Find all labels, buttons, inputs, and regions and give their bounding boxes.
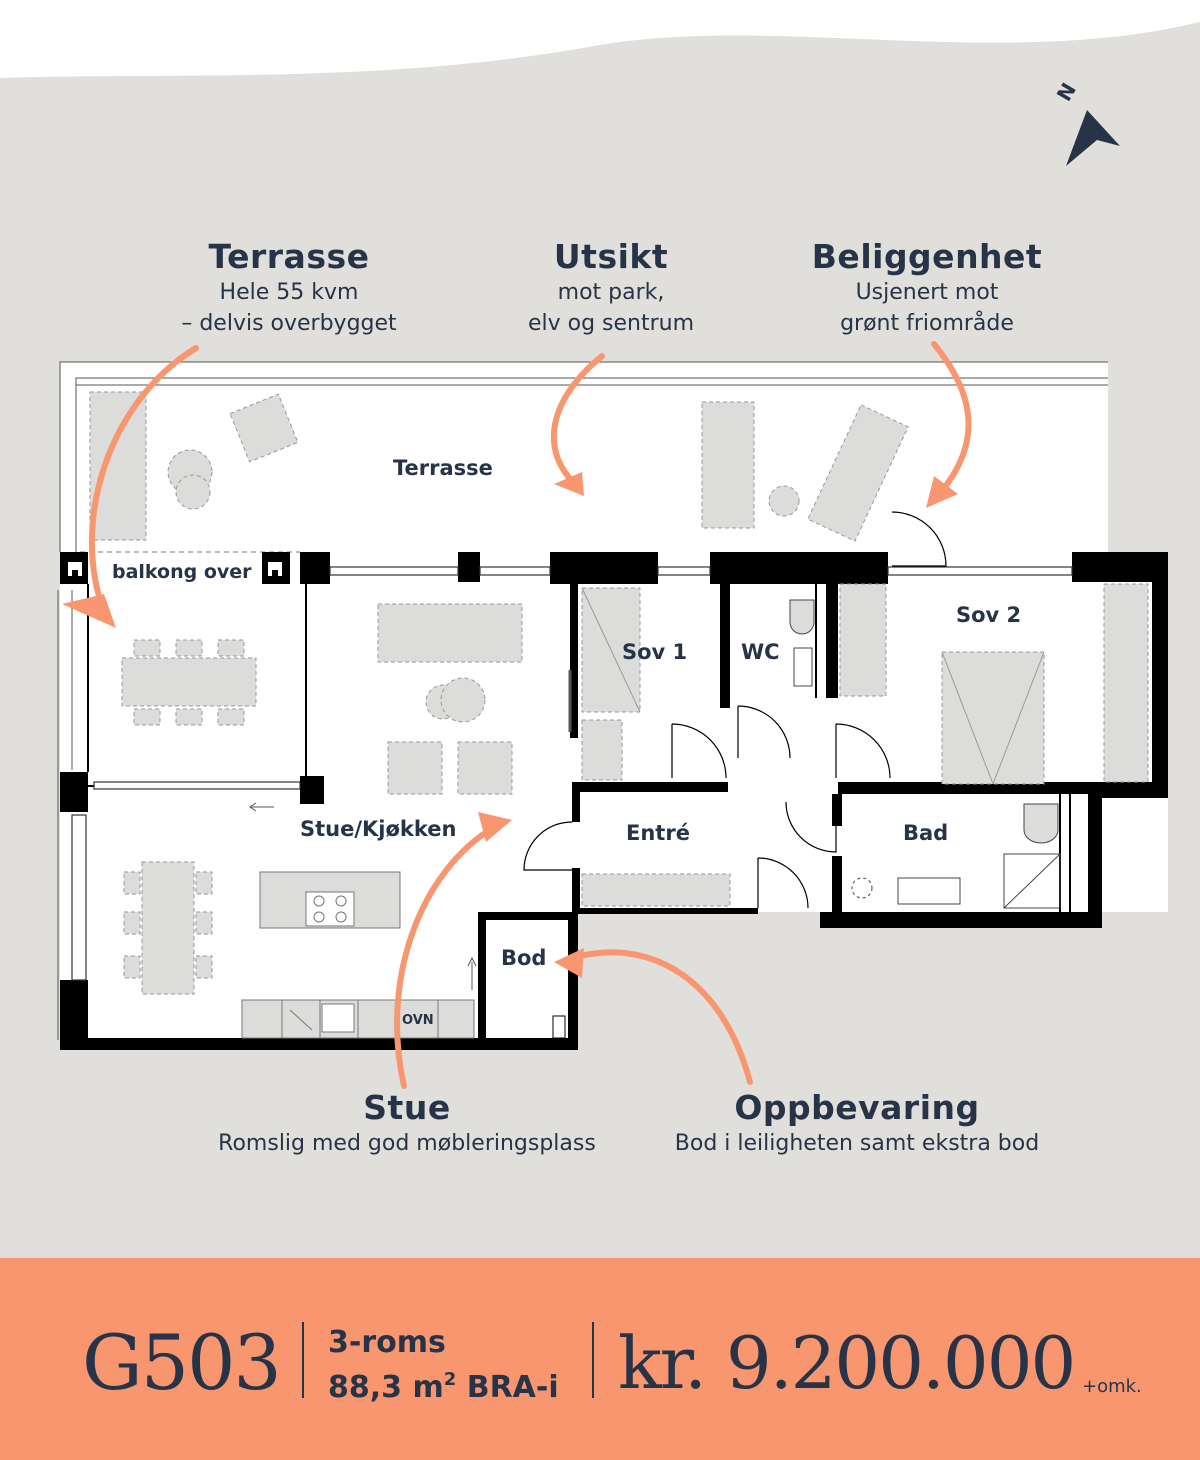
room-label-balkong: balkong over [112, 561, 252, 583]
feature-description: Usjenert mot [855, 280, 999, 305]
sov1-wardrobe-lines [581, 587, 641, 713]
feature-title: Terrasse [208, 237, 370, 276]
arrow-heads [62, 472, 958, 978]
footer-divider [592, 1322, 594, 1398]
feature-title: Oppbevaring [734, 1088, 980, 1127]
feature-stue: Stue Romslig med god møbleringsplass [218, 1088, 596, 1159]
price-suffix: +omk. [1082, 1376, 1142, 1397]
feature-description: – delvis overbygget [181, 311, 397, 336]
room-label-wc: WC [741, 640, 780, 664]
unit-code: G503 [82, 1318, 282, 1407]
north-arrow-icon [1066, 110, 1120, 166]
area-value: 88,3 m [328, 1370, 444, 1405]
feature-utsikt: Utsikt mot park, elv og sentrum [528, 237, 694, 339]
feature-title: Beliggenhet [811, 237, 1043, 276]
annotation-arrows [89, 341, 972, 1089]
top-wave [0, 0, 1200, 78]
sov2-bed-lines [941, 651, 1045, 785]
price: kr. 9.200.000 [618, 1321, 1076, 1405]
footer-divider [302, 1322, 304, 1398]
feature-description: Romslig med god møbleringsplass [218, 1131, 596, 1156]
room-count: 3-roms [328, 1325, 446, 1360]
terrace-outline [57, 361, 1108, 1040]
feature-oppbevaring: Oppbevaring Bod i leiligheten samt ekstr… [675, 1088, 1039, 1159]
walls [60, 552, 1168, 1050]
area-unit-superscript: 2 [443, 1369, 457, 1390]
feature-description: grønt friområde [840, 311, 1014, 336]
room-label-stue: Stue/Kjøkken [300, 817, 457, 841]
doors [523, 511, 947, 909]
column-symbols [68, 562, 282, 576]
feature-description: mot park, [557, 280, 665, 305]
furniture [89, 391, 1149, 995]
feature-description: Bod i leiligheten samt ekstra bod [674, 1131, 1040, 1156]
unit-area: 88,3 m2 BRA-i [328, 1363, 559, 1405]
room-label-entre: Entré [626, 821, 690, 845]
bathroom-fixtures [789, 599, 1061, 909]
room-label-bod: Bod [501, 946, 547, 970]
room-label-terrasse: Terrasse [393, 456, 493, 480]
feature-title: Utsikt [553, 237, 669, 276]
feature-description: elv og sentrum [527, 311, 695, 336]
price-footer [0, 1258, 1200, 1460]
compass: N [1050, 78, 1130, 178]
feature-title: Stue [363, 1088, 451, 1127]
oven-label: OVN [402, 1013, 434, 1028]
kitchen [241, 871, 475, 1039]
area-type: BRA-i [456, 1370, 559, 1405]
feature-terrasse: Terrasse Hele 55 kvm – delvis overbygget [181, 237, 396, 339]
room-label-sov2: Sov 2 [956, 603, 1022, 627]
feature-beliggenhet: Beliggenhet Usjenert mot grønt friområde [812, 237, 1042, 339]
room-label-sov1: Sov 1 [622, 640, 688, 664]
windows [71, 566, 1073, 981]
bod-shelf [552, 1015, 566, 1039]
room-label-bad: Bad [903, 821, 949, 845]
feature-description: Hele 55 kvm [219, 280, 359, 305]
